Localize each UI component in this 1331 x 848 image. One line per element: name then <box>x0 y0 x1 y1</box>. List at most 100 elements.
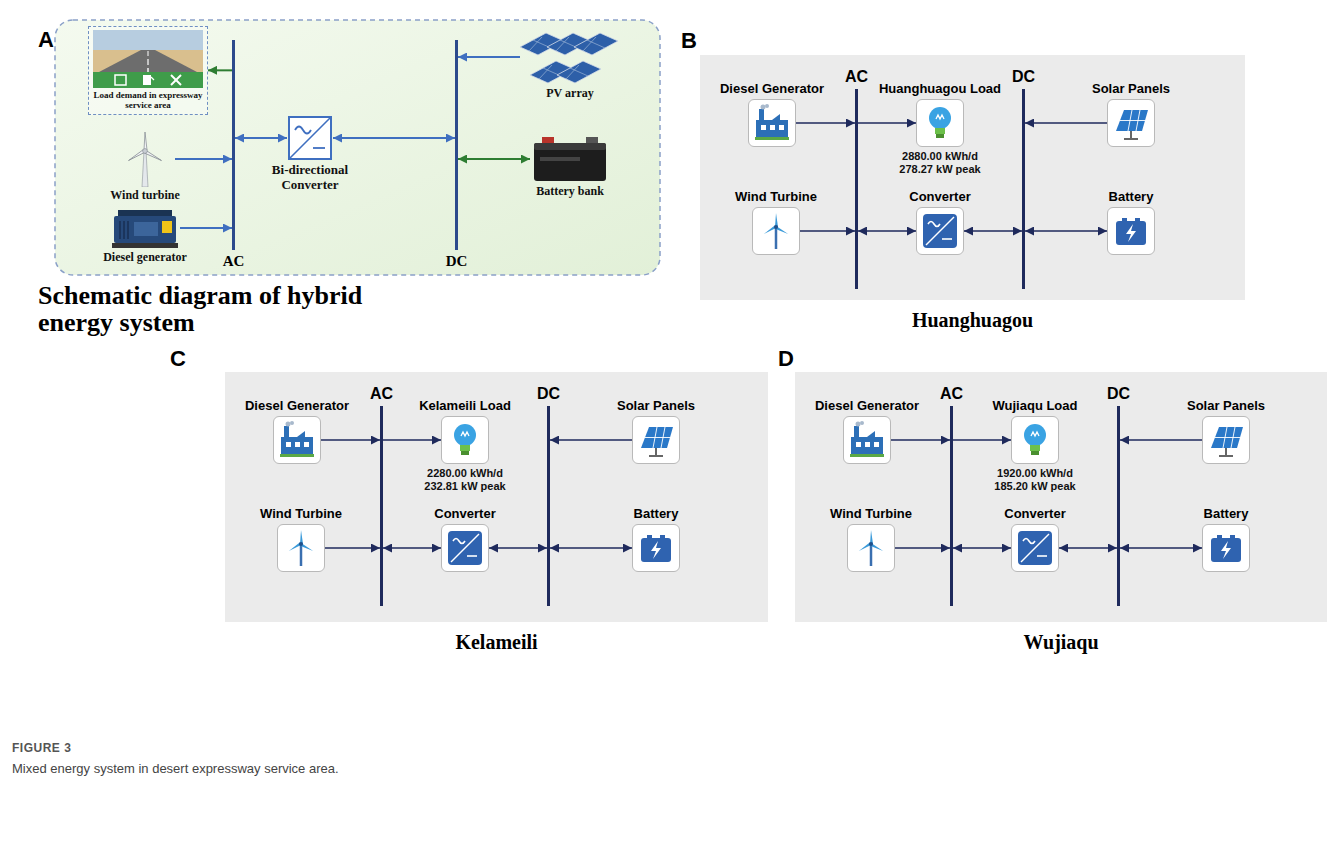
drawing-part <box>542 137 554 144</box>
connector <box>1059 547 1117 549</box>
drawing-part <box>534 143 606 181</box>
drawing-part <box>651 541 661 559</box>
component-figure: Load demand in expressway service area <box>88 26 208 115</box>
component-label: Wujiaqu Load <box>993 398 1078 413</box>
bus-bar: DC <box>547 406 550 606</box>
panel: KelameiliACDCDiesel GeneratorKelameili L… <box>225 372 768 622</box>
connector <box>321 439 380 441</box>
component-box: Diesel Generator <box>273 416 321 464</box>
drawing-part <box>935 128 945 134</box>
drawing-part <box>775 228 778 249</box>
connector <box>458 158 530 160</box>
connector <box>180 227 232 229</box>
drawing-part <box>774 225 778 229</box>
drawing-part <box>854 426 859 438</box>
illustration <box>93 30 203 88</box>
connector <box>325 547 380 549</box>
bus-label: AC <box>370 385 393 403</box>
drawing-part <box>856 442 861 447</box>
bus-bar: AC <box>855 89 858 289</box>
drawing-part <box>1037 555 1047 557</box>
drawing-part <box>142 151 148 187</box>
component-icon <box>636 420 676 460</box>
panel-title: Kelameili <box>225 631 768 654</box>
drawing-part <box>867 431 875 437</box>
drawing-part <box>297 431 305 437</box>
drawing-part <box>929 107 951 129</box>
component-icon <box>1206 420 1246 460</box>
drawing-part <box>653 427 657 448</box>
panel-title: Wujiaqu <box>795 631 1327 654</box>
component-icon <box>1111 211 1151 251</box>
drawing-part <box>454 424 476 446</box>
component-label: Kelameili Load <box>419 398 511 413</box>
drawing-part <box>288 530 314 553</box>
panel-background <box>795 372 1327 622</box>
component-box: Kelameili Load2280.00 kWh/d 232.81 kW pe… <box>441 416 489 464</box>
drawing-part <box>1120 120 1145 121</box>
drawing-part <box>448 531 482 565</box>
drawing-part <box>280 454 314 457</box>
connector <box>1025 122 1107 124</box>
drawing-part <box>151 77 154 80</box>
panel-letter: B <box>681 28 697 54</box>
drawing-part <box>770 125 775 130</box>
drawing-part <box>290 118 330 158</box>
component-label: Wind Turbine <box>735 189 817 204</box>
bus-label: AC <box>845 68 868 86</box>
drawing-part <box>1018 531 1052 565</box>
connector <box>458 56 520 58</box>
component-label: Solar Panels <box>1187 398 1265 413</box>
illustration <box>530 135 610 183</box>
bus-label: DC <box>1012 68 1035 86</box>
figure-caption: Mixed energy system in desert expressway… <box>12 761 339 776</box>
drawing-part <box>114 216 176 243</box>
drawing-part <box>942 238 952 240</box>
drawing-part <box>645 437 670 438</box>
drawing-part <box>850 454 884 457</box>
drawing-part <box>290 421 294 425</box>
component-box: Battery <box>1107 207 1155 255</box>
illustration <box>287 115 333 161</box>
component-box: Wujiaqu Load1920.00 kWh/d 185.20 kW peak <box>1011 416 1059 464</box>
drawing-part <box>127 221 128 239</box>
drawing-part <box>1124 138 1138 140</box>
drawing-part <box>763 213 789 236</box>
drawing-part <box>284 426 289 438</box>
bus-label: DC <box>446 253 468 270</box>
drawing-part <box>583 37 596 51</box>
drawing-part <box>120 221 128 239</box>
drawing-part <box>300 545 303 566</box>
drawing-part <box>1223 427 1227 448</box>
connector <box>953 439 1011 441</box>
drawing-part <box>1031 451 1039 455</box>
drawing-part <box>1211 427 1243 448</box>
drawing-part <box>451 534 479 562</box>
component-label: Solar Panels <box>617 398 695 413</box>
drawing-part <box>755 137 789 140</box>
drawing-part <box>641 538 671 562</box>
drawing-part <box>772 114 780 120</box>
component-figure: PV array <box>510 26 630 104</box>
component-figure: Wind turbine <box>95 128 195 206</box>
component-icon <box>851 528 891 568</box>
drawing-part <box>540 157 580 161</box>
connector <box>383 547 441 549</box>
load-value: 2880.00 kWh/d 278.27 kW peak <box>890 150 990 176</box>
drawing-part <box>299 542 303 546</box>
drawing-part <box>1116 110 1148 131</box>
drawing-part <box>1031 432 1039 436</box>
drawing-part <box>923 214 957 248</box>
drawing-part <box>1231 427 1235 448</box>
drawing-part <box>143 149 148 154</box>
drawing-part <box>112 243 178 248</box>
drawing-part <box>765 104 769 108</box>
drawing-part <box>1219 455 1233 457</box>
drawing-part <box>461 432 469 436</box>
drawing-part <box>99 50 197 72</box>
component-icon <box>752 103 792 143</box>
drawing-part <box>115 75 126 85</box>
drawing-part <box>586 137 598 144</box>
drawing-part <box>119 221 120 239</box>
